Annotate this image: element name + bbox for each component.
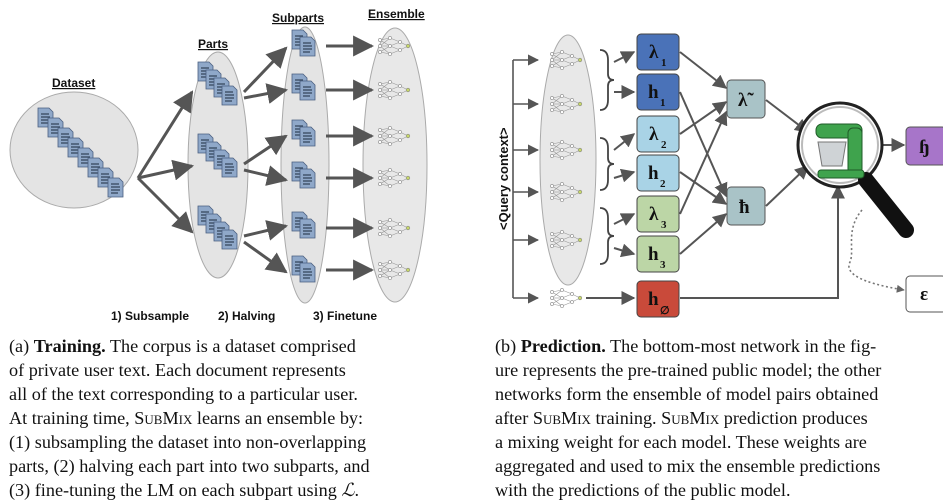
- box-h3: h 3: [636, 235, 680, 273]
- svg-text:ɧ: ɧ: [919, 137, 930, 158]
- svg-text:h: h: [648, 163, 659, 184]
- box-epsilon: ε: [905, 275, 943, 313]
- svg-text:ε: ε: [920, 284, 928, 305]
- parts-label: Parts: [198, 37, 228, 51]
- svg-text:h: h: [648, 244, 659, 265]
- svg-text:ħ: ħ: [739, 197, 750, 218]
- svg-text:1: 1: [660, 97, 666, 109]
- box-lambda3: λ 3: [636, 195, 680, 233]
- step-subsample: 1) Subsample: [111, 309, 189, 323]
- dataset-label: Dataset: [52, 76, 95, 90]
- ensemble-label: Ensemble: [368, 7, 425, 21]
- subparts-label: Subparts: [272, 11, 324, 25]
- svg-text:∅: ∅: [660, 305, 670, 317]
- svg-text:h: h: [648, 82, 659, 103]
- svg-text:2: 2: [660, 178, 666, 190]
- panel-a-training: Dataset Parts Subparts Ensemble: [9, 7, 428, 323]
- epsilon-dotted-arrow: [848, 209, 905, 293]
- box-lambda2: λ 2: [636, 115, 680, 153]
- step-halving: 2) Halving: [218, 309, 275, 323]
- training-arrows: [136, 35, 375, 281]
- svg-text:3: 3: [661, 219, 667, 231]
- svg-text:3: 3: [660, 259, 666, 271]
- magnifier-mixer-icon: [796, 101, 914, 238]
- query-context-label: <Query context>: [496, 127, 511, 230]
- ensemble-networks-ellipse: [539, 34, 597, 286]
- box-h-empty: h ∅: [636, 280, 680, 318]
- caption-training: (a) Training. The corpus is a dataset co…: [9, 336, 370, 500]
- figure-canvas: Dataset Parts Subparts Ensemble: [9, 7, 943, 323]
- svg-text:λ: λ: [649, 124, 659, 145]
- box-h-bar: ħ: [726, 186, 766, 226]
- pair-braces: [599, 49, 615, 265]
- caption-prediction: (b) Prediction. The bottom-most network …: [495, 336, 882, 500]
- pair-arrows: [586, 51, 636, 305]
- caption-training-title: Training.: [33, 336, 106, 356]
- caption-prediction-title: Prediction.: [520, 336, 606, 356]
- panel-b-prediction: <Query context>: [496, 33, 943, 318]
- box-lambda1: λ 1: [636, 33, 680, 71]
- box-h-output: ɧ: [905, 126, 943, 166]
- svg-text:h: h: [648, 289, 659, 310]
- svg-text:2: 2: [661, 139, 667, 151]
- svg-text:1: 1: [661, 57, 667, 69]
- step-finetune: 3) Finetune: [313, 309, 377, 323]
- svg-text:λ: λ: [649, 204, 659, 225]
- box-lambda-tilde: λ̃: [726, 79, 766, 119]
- query-fanout-lines: [512, 54, 540, 304]
- aggregation-arrows: [679, 51, 906, 299]
- ensemble-ellipse: [362, 27, 428, 303]
- box-h1: h 1: [636, 73, 680, 111]
- box-h2: h 2: [636, 154, 680, 192]
- svg-text:λ: λ: [649, 42, 659, 63]
